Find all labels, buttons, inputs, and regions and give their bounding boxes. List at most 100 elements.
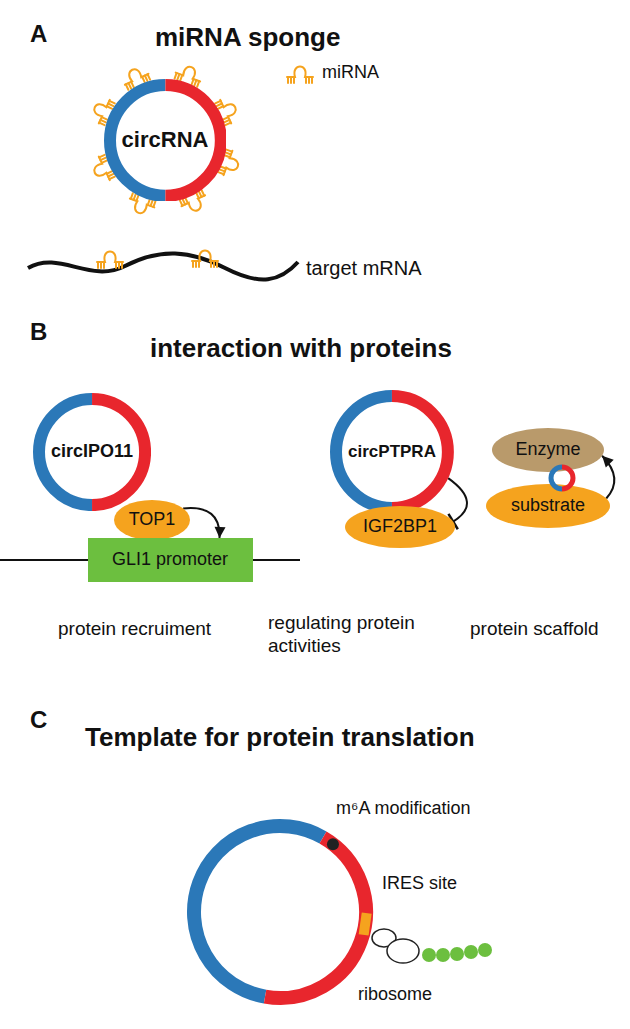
mirna-base [108, 174, 113, 177]
mirna-base [197, 81, 199, 87]
peptide-residue [422, 948, 436, 962]
node-label: IGF2BP1 [363, 517, 437, 537]
mirna-base [109, 177, 114, 180]
panel-heading: Template for protein translation [85, 722, 475, 753]
mirna-strand [89, 157, 110, 185]
mirna-base [100, 158, 105, 161]
mirna-base [220, 167, 226, 169]
substrate-ellipse-fill [486, 484, 610, 528]
mirna-base [107, 171, 112, 174]
annotation-label: IRES site [382, 873, 457, 895]
ribosome-large-subunit [387, 939, 419, 963]
arrowhead [215, 527, 226, 538]
substrate-ellipse: substrate [486, 484, 610, 528]
circrna-circle: circRNA [104, 79, 227, 202]
mirna-base [100, 120, 105, 123]
mirna-base [99, 155, 104, 158]
mirna-base [180, 200, 183, 205]
mirna-base [115, 262, 117, 268]
panel-letter: B [30, 318, 47, 347]
mirna-base [293, 77, 295, 83]
mirna-base [126, 84, 129, 89]
mirna-base [107, 106, 112, 109]
node-label: substrate [511, 496, 585, 516]
promoter-box: GLI1 promoter [88, 538, 253, 582]
mirna-base [192, 261, 194, 267]
mirna-base [219, 169, 225, 171]
mirna-base [175, 73, 177, 79]
mirna-base [99, 123, 104, 126]
protein-ellipse: IGF2BP1 [345, 506, 455, 548]
mirna-base [226, 150, 232, 152]
mirna-base [224, 120, 229, 123]
enzyme-ellipse-fill [492, 428, 604, 472]
mirna-hairpin [97, 252, 123, 269]
peptide-residue [464, 945, 478, 959]
panel-letter: C [30, 706, 47, 735]
mirna-base [196, 193, 199, 198]
mirna-strand [120, 64, 148, 85]
mirna-base [218, 106, 223, 109]
promoter-box-fill [88, 538, 253, 582]
mechanism-label: regulating protein activities [268, 612, 433, 658]
mirna-base [185, 198, 188, 203]
mirna-base [180, 75, 182, 81]
mirna-base [210, 261, 212, 267]
node-label: Enzyme [515, 440, 580, 460]
mirna-strand [182, 195, 210, 216]
mirna-base [102, 160, 107, 163]
mirna-strand [287, 67, 313, 78]
protein-ellipse-fill [114, 500, 190, 540]
node-label: circRNA [122, 128, 209, 152]
annotation-label: m⁶A modification [336, 798, 470, 820]
mirna-base [213, 261, 215, 267]
mirna-strand [220, 95, 241, 123]
mirna-base [97, 262, 99, 268]
panel-heading: miRNA sponge [155, 22, 340, 53]
strand-label: target mRNA [306, 256, 422, 280]
mirna-base [151, 200, 153, 206]
mirna-base [215, 101, 220, 104]
circrna-circle: circIPO11 [33, 393, 151, 511]
mirna-base [129, 83, 132, 88]
circrna-arc [551, 467, 562, 489]
mirna-strand [126, 199, 154, 218]
mirna-hairpin [192, 251, 218, 268]
mirna-base [134, 194, 136, 200]
mirna-base [225, 123, 230, 126]
mirna-base [183, 199, 186, 204]
mirna-base [131, 82, 134, 87]
mirna-base [225, 152, 231, 154]
mirna-base [102, 117, 107, 120]
mirna-base [121, 262, 123, 268]
mirna-base [145, 75, 148, 80]
mirna-base [216, 261, 218, 267]
mirna-base [103, 262, 105, 268]
mirna-strand [224, 151, 243, 179]
mechanism-label: protein recruiment [58, 618, 211, 641]
arrowhead [602, 456, 614, 468]
mirna-base [202, 190, 205, 195]
curved-connector [602, 456, 614, 499]
mirna-base [142, 77, 145, 82]
mirna-base [153, 201, 155, 207]
mirna-base [177, 74, 179, 80]
mirna-base [192, 79, 194, 85]
mirna-base [136, 195, 138, 201]
circrna-arc [194, 826, 323, 997]
mechanism-label: protein scaffold [470, 618, 599, 641]
mirna-base [287, 77, 289, 83]
mirna-base [290, 77, 292, 83]
panel-letter: A [30, 20, 47, 49]
mirna-base [218, 172, 224, 174]
node-label: circIPO11 [51, 442, 133, 462]
legend-label: miRNA [322, 62, 379, 84]
mirna-base [148, 74, 151, 79]
connector-line [448, 478, 467, 521]
peptide-residue [436, 948, 450, 962]
node-label: circPTPRA [348, 443, 436, 462]
mirna-base [305, 77, 307, 83]
protein-ellipse: TOP1 [114, 500, 190, 540]
protein-ellipse-fill [345, 506, 455, 548]
